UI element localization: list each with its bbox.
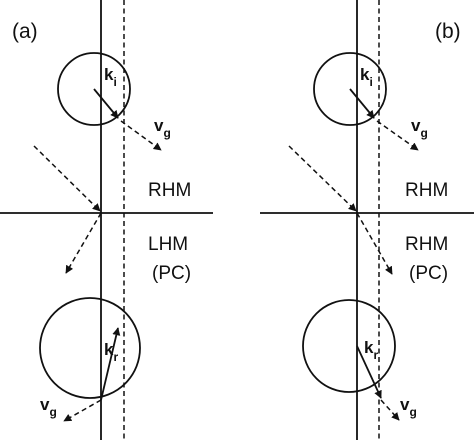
panel-a-ki-label: ki [104,65,117,89]
panel-b-refracted-ray [356,212,393,275]
panel-b-upper-medium-label: RHM [405,180,448,201]
panel-b-refracted-wavevector-arrow [356,345,382,399]
panel-b-incident-circle [313,52,387,126]
panel-b-vg-upper-label: vg [411,116,428,140]
panel-a-label: (a) [12,20,38,43]
panel-a-vg-lower-label: vg [40,395,57,419]
panel-b-refracted-circle [302,299,396,393]
panel-b-refracted-group-velocity-arrow [380,399,400,421]
panel-b-incident-wavevector-arrow [349,88,375,119]
panel-a-incident-circle [57,52,131,126]
panel-b-incident-ray [288,145,357,212]
panel-b: (b) ki vg RHM RHM (PC) kr vg [260,0,474,440]
panel-a-refracted-group-velocity-arrow [63,399,102,422]
panel-b-lower-medium-sub-label: (PC) [409,263,448,284]
panel-a-vg-upper-label: vg [154,116,171,140]
panel-a: (a) ki vg RHM LHM (PC) kr vg [0,0,213,440]
panel-a-incident-ray [33,145,101,212]
panel-a-incident-wavevector-arrow [93,88,119,119]
panel-b-ki-label: ki [360,65,373,89]
panel-a-refracted-circle [39,297,141,399]
panel-a-refracted-ray [65,212,102,274]
panel-a-lower-medium-label: LHM [148,234,188,255]
panel-b-kr-label: kr [364,338,378,362]
panel-a-kr-label: kr [104,340,118,364]
panel-a-lower-medium-sub-label: (PC) [152,263,191,284]
panel-b-lower-medium-label: RHM [405,234,448,255]
panel-b-label: (b) [435,20,461,43]
panel-b-vg-lower-label: vg [400,395,417,419]
panel-a-refracted-wavevector-arrow [100,327,121,401]
panel-a-upper-medium-label: RHM [148,180,191,201]
